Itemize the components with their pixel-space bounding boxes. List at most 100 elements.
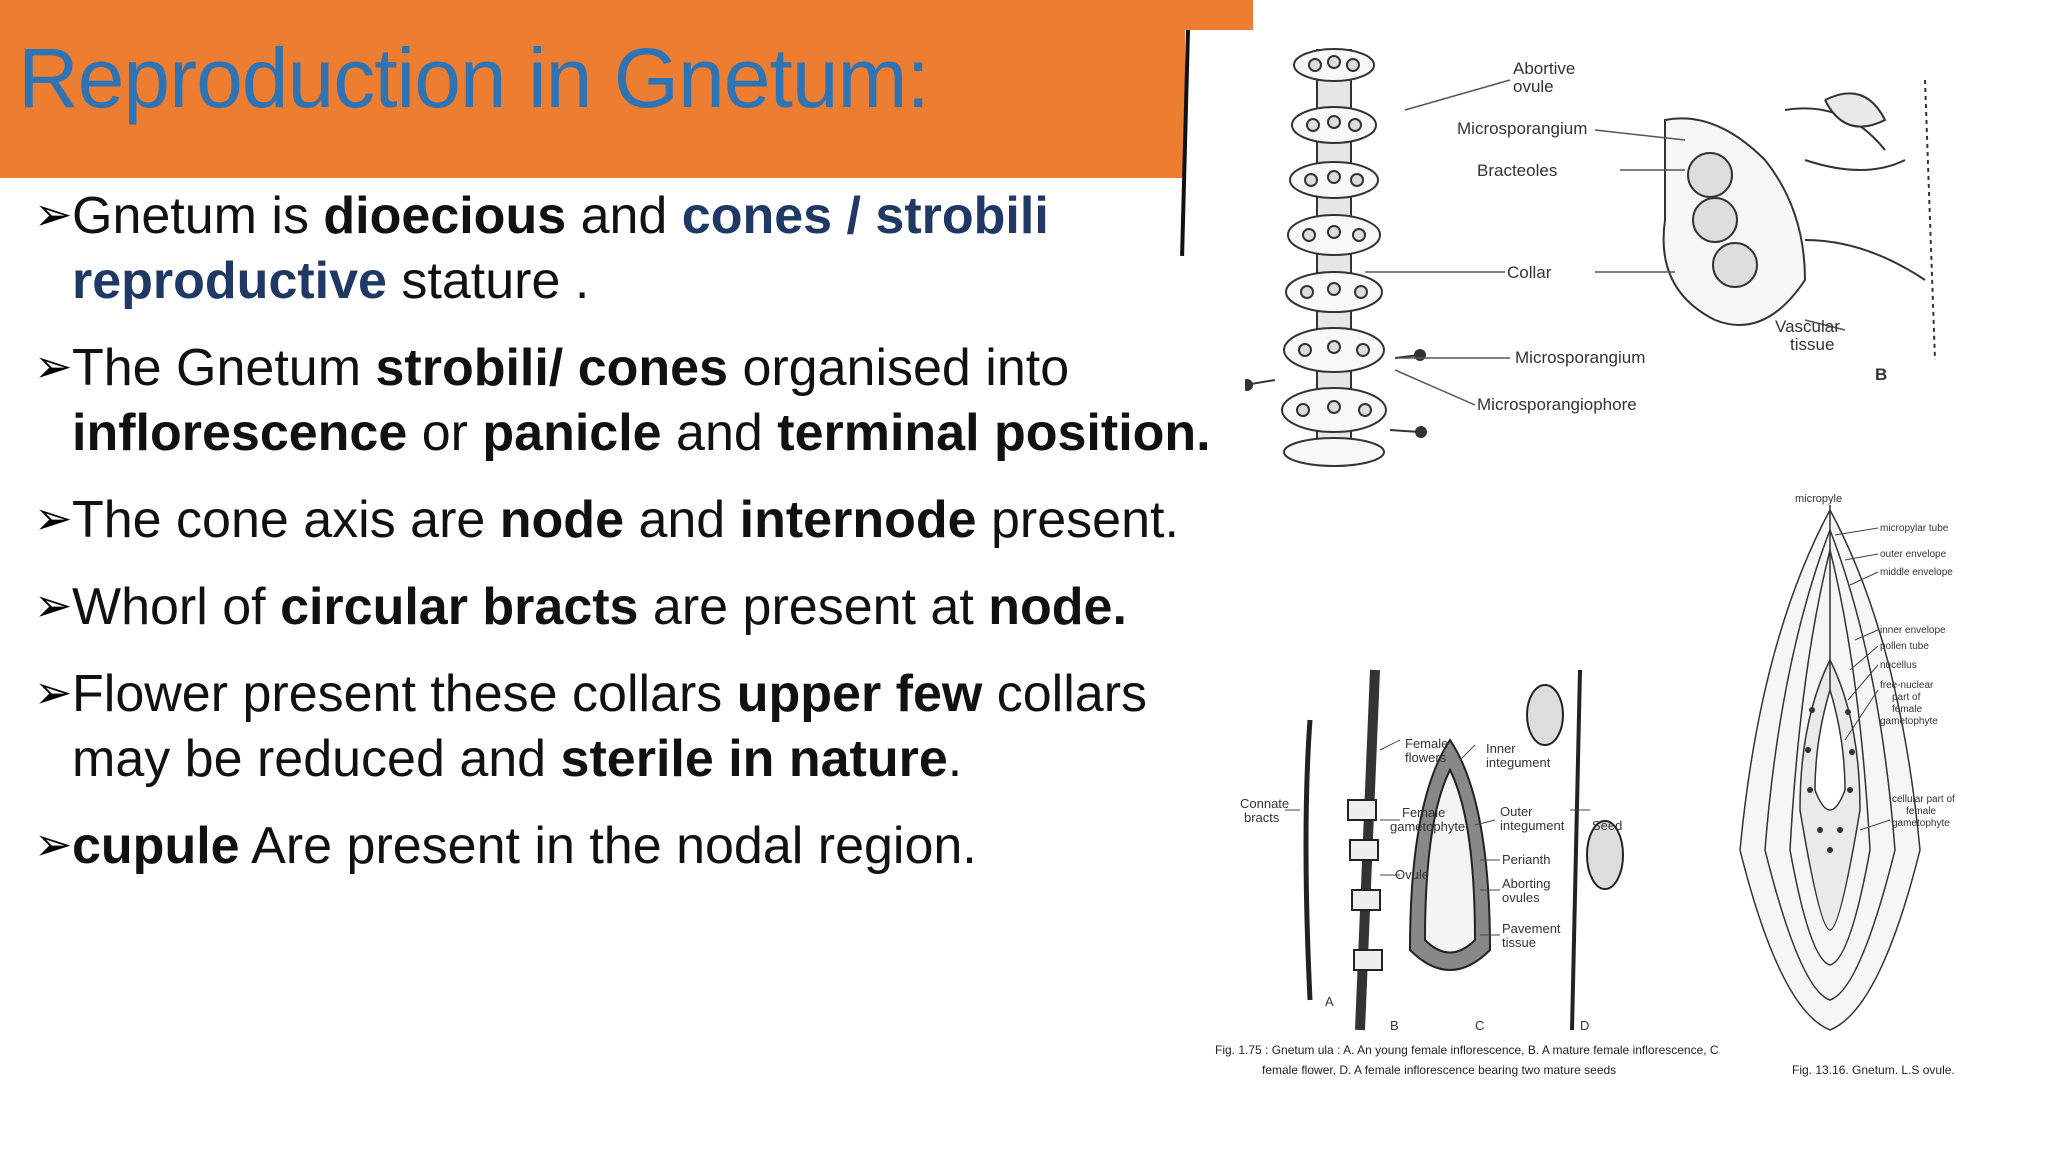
bullet-bold-text: terminal position. xyxy=(777,404,1211,462)
label-microsporangiophore: Microsporangiophore xyxy=(1477,395,1637,414)
male-cone-leader-lines xyxy=(1365,79,1846,406)
bullet-text: collars may be reduced and xyxy=(72,665,1148,788)
figure-caption: Fig. 13.16. Gnetum. L.S ovule. xyxy=(1792,1063,1955,1077)
bullet-text: and xyxy=(624,491,740,549)
bullet-text: Are present in the nodal region. xyxy=(239,817,977,875)
bullet-bold-text: cupule xyxy=(72,817,240,875)
panel-letter-b: B xyxy=(1875,365,1887,384)
slide-title: Reproduction in Gnetum: xyxy=(18,31,930,125)
label-micropylar-tube: micropylar tube xyxy=(1880,523,1949,534)
label-free-nuclear-3: female xyxy=(1892,704,1922,715)
bullet-bold-text: node xyxy=(499,491,624,549)
label-female-flowers-2: flowers xyxy=(1405,750,1447,765)
label-vascular-tissue: Vascular xyxy=(1775,317,1840,336)
arrow-bullet-icon: ➢ xyxy=(34,579,73,631)
label-inner-envelope: inner envelope xyxy=(1880,625,1946,636)
label-female-flowers: Female xyxy=(1405,736,1448,751)
female-inflorescence-drawings xyxy=(1303,669,1624,1031)
figure-male-cone-drawing: Abortive ovule Microsporangium Bracteole… xyxy=(1245,48,1936,467)
panel-letter-b: B xyxy=(1390,1018,1399,1033)
bullet-text: and xyxy=(566,187,682,245)
figure-caption-line2: female flower, D. A female inflorescence… xyxy=(1262,1063,1616,1077)
ovule-nuclei xyxy=(1805,707,1855,853)
label-connate-bracts-2: bracts xyxy=(1244,810,1280,825)
label-aborting-ovules: Aborting xyxy=(1502,876,1550,891)
arrow-bullet-icon: ➢ xyxy=(34,188,73,240)
bullet-item: ➢The cone axis are node and internode pr… xyxy=(30,488,1230,553)
label-connate-bracts: Connate xyxy=(1240,796,1289,811)
bullet-text: and xyxy=(661,404,778,462)
bullet-text: Gnetum is xyxy=(72,187,324,245)
bullet-bold-text: panicle xyxy=(482,404,662,462)
bullet-bold-text: sterile in nature xyxy=(560,730,948,788)
bullet-bold-text: circular bracts xyxy=(280,578,639,636)
label-ovule: Ovule xyxy=(1395,867,1429,882)
label-aborting-ovules-2: ovules xyxy=(1502,890,1540,905)
label-vascular-tissue-2: tissue xyxy=(1790,335,1834,354)
label-cellular-part-2: female xyxy=(1906,806,1936,817)
panel-letter-d: D xyxy=(1580,1018,1589,1033)
bullet-text: are present at xyxy=(638,578,989,636)
figure-male-cone: Abortive ovule Microsporangium Bracteole… xyxy=(1245,40,1955,470)
label-female-gametophyte-2: gametophyte xyxy=(1390,819,1465,834)
bullet-bold-text: inflorescence xyxy=(72,404,408,462)
figure-female-inflorescence-drawing: Female flowers Inner integument Connate … xyxy=(1215,669,1730,1077)
bullet-text: organised into xyxy=(728,339,1070,397)
label-free-nuclear-1: free-nuclear xyxy=(1880,680,1934,691)
label-pavement-tissue: Pavement xyxy=(1502,921,1561,936)
label-collar: Collar xyxy=(1507,263,1552,282)
arrow-bullet-icon: ➢ xyxy=(34,818,73,870)
label-inner-integument-2: integument xyxy=(1486,755,1551,770)
label-pavement-tissue-2: tissue xyxy=(1502,935,1536,950)
figure-ovule-ls: micropyle micropylar tube outer envelope… xyxy=(1720,490,2000,1090)
label-cellular-part-1: cellular part of xyxy=(1892,794,1955,805)
flower-section-drawing xyxy=(1662,79,1936,361)
label-free-nuclear-4: gametophyte xyxy=(1880,716,1938,727)
bullet-highlight-text: cones / strobili reproductive xyxy=(72,187,1049,310)
panel-letter-c: C xyxy=(1475,1018,1484,1033)
label-free-nuclear-2: part of xyxy=(1892,692,1921,703)
bullet-text: . xyxy=(947,730,963,788)
bullet-text: or xyxy=(407,404,483,462)
label-inner-integument: Inner xyxy=(1486,741,1516,756)
bullet-item: ➢Whorl of circular bracts are present at… xyxy=(30,575,1230,640)
figure-caption-line1: Fig. 1.75 : Gnetum ula : A. An young fem… xyxy=(1215,1043,1730,1057)
bullet-bold-text: internode xyxy=(739,491,977,549)
label-middle-envelope: middle envelope xyxy=(1880,567,1953,578)
bullet-text: Flower present these collars xyxy=(72,665,737,723)
label-bracteoles: Bracteoles xyxy=(1477,161,1557,180)
label-microsporangium-2: Microsporangium xyxy=(1515,348,1645,367)
label-microsporangium: Microsporangium xyxy=(1457,119,1587,138)
label-outer-integument: Outer xyxy=(1500,804,1533,819)
label-outer-envelope: outer envelope xyxy=(1880,549,1947,560)
bullet-text: The cone axis are xyxy=(72,491,500,549)
ovule-drawing xyxy=(1739,505,1921,1031)
bullet-text: Whorl of xyxy=(72,578,281,636)
label-female-gametophyte: Female xyxy=(1402,805,1445,820)
female-leader-lines xyxy=(1285,739,1590,936)
figure-ovule-ls-drawing: micropyle micropylar tube outer envelope… xyxy=(1739,493,1955,1077)
label-cellular-part-3: gametophyte xyxy=(1892,818,1950,829)
bullet-bold-text: dioecious xyxy=(323,187,567,245)
panel-letter-a: A xyxy=(1325,994,1334,1009)
title-bar-cutout xyxy=(1185,30,1253,178)
figure-female-inflorescence: Female flowers Inner integument Connate … xyxy=(1210,650,1730,1090)
bullet-text: present. xyxy=(976,491,1179,549)
label-nucellus: nucellus xyxy=(1880,660,1917,671)
bullet-item: ➢The Gnetum strobili/ cones organised in… xyxy=(30,336,1230,466)
bullet-item: ➢Gnetum is dioecious and cones / strobil… xyxy=(30,184,1230,314)
bullet-item: ➢Flower present these collars upper few … xyxy=(30,662,1230,792)
label-seed: Seed xyxy=(1592,818,1622,833)
bullet-text: The Gnetum xyxy=(72,339,376,397)
label-micropyle: micropyle xyxy=(1795,493,1842,505)
bullet-item: ➢ cupule Are present in the nodal region… xyxy=(30,814,1230,879)
label-pollen-tube: pollen tube xyxy=(1880,641,1929,652)
label-perianth: Perianth xyxy=(1502,852,1550,867)
cone-axis-drawing xyxy=(1245,48,1427,467)
ovule-leader-lines xyxy=(1834,527,1891,831)
bullet-bold-text: upper few xyxy=(736,665,983,723)
arrow-bullet-icon: ➢ xyxy=(34,666,73,718)
title-bar xyxy=(0,0,1253,257)
label-abortive-ovule: Abortive xyxy=(1513,59,1575,78)
bullet-bold-text: node. xyxy=(988,578,1127,636)
